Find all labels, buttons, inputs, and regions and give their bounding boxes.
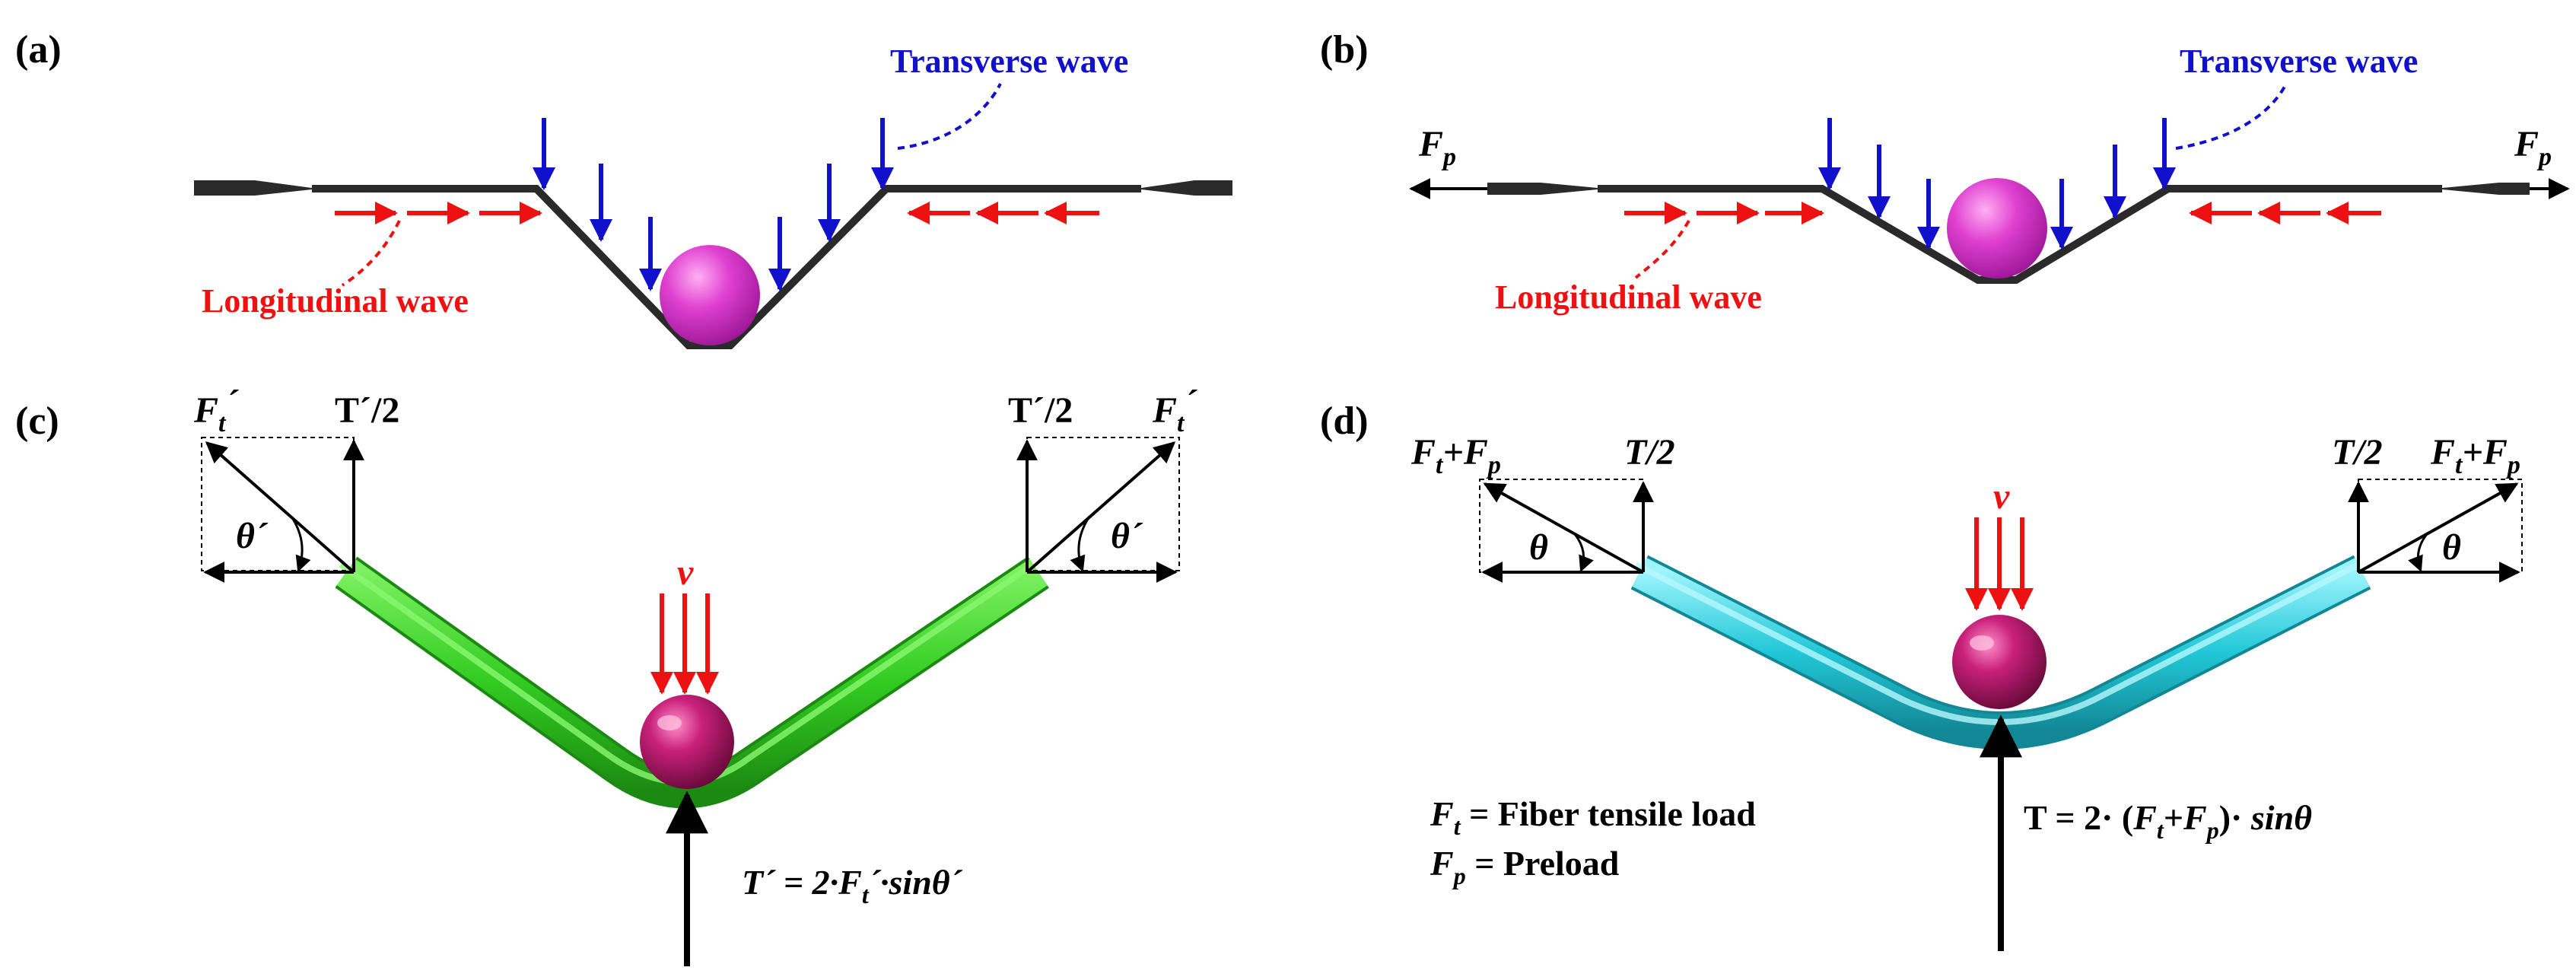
legend-ft: Ft = Fiber tensile load [1430,794,1756,840]
preload-label-right: Fp [2514,124,2552,171]
preload-label-left: Fp [1418,124,1456,171]
force-ftfp-d-left: Ft+Fp [1410,432,1501,479]
velocity-label-c: v [677,552,694,593]
force-diagram-d-left [1479,479,1654,583]
velocity-label-d: v [1993,476,2010,517]
panel-d: (d) Ft+Fp T/2 θ T/2 Ft+Fp θ [1320,399,2523,951]
projectile-d [1952,615,2046,709]
transverse-callout-b [2175,83,2288,150]
theta-c-right: θ´ [1111,516,1143,556]
force-ft-c-left: Ft´ [193,383,239,438]
theta-d-right: θ [2442,527,2461,568]
projectile-b [1947,178,2047,278]
velocity-arrows-c [650,593,719,695]
legend-fp: Fp = Preload [1430,844,1620,889]
projectile-c [640,695,734,789]
transverse-arrows-a [533,118,894,291]
panel-d-label: (d) [1320,399,1369,443]
projectile-a [660,245,760,345]
equation-d: T = 2· (Ft+Fp)· sinθ [2024,798,2312,844]
t-half-c-right: T´/2 [1008,390,1073,431]
theta-d-left: θ [1529,527,1548,568]
t-half-d-left: T/2 [1624,432,1675,473]
force-ftfp-d-right: Ft+Fp [2430,432,2520,479]
velocity-arrows-d [1965,517,2034,611]
longitudinal-label-b: Longitudinal wave [1495,278,1762,316]
panel-b: (b) Fp Fp Transverse wave [1320,28,2570,316]
force-diagram-c-left [201,437,364,583]
panel-a-label: (a) [15,28,62,72]
panel-a: (a) Transverse wave Longitu [15,28,1232,349]
force-diagram-c-right [1016,437,1180,583]
force-ft-c-right: Ft´ [1152,383,1197,438]
transverse-label-a: Transverse wave [890,43,1128,80]
projectile-c-highlight [657,715,682,730]
fiber-a [194,180,1232,349]
t-half-c-left: T´/2 [335,390,399,431]
longitudinal-callout-b [1634,220,1690,279]
transverse-callout-a [897,83,1002,150]
panel-c-label: (c) [15,399,59,443]
panel-b-label: (b) [1320,28,1369,72]
transverse-label-b: Transverse wave [2180,43,2418,80]
longitudinal-label-a: Longitudinal wave [202,282,469,320]
projectile-d-highlight [1970,635,1994,651]
transverse-arrows-b [1818,118,2176,250]
force-diagram-d-right [2348,479,2523,583]
longitudinal-callout-a [341,220,401,287]
panel-c: (c) Ft´ T´/2 θ´ T´/2 Ft´ θ´ [15,383,1197,966]
t-half-d-right: T/2 [2332,432,2383,473]
equation-c: T´ = 2·Ft´·sinθ´ [742,863,963,908]
theta-c-left: θ´ [236,516,269,556]
fiber-b [1487,183,2530,284]
